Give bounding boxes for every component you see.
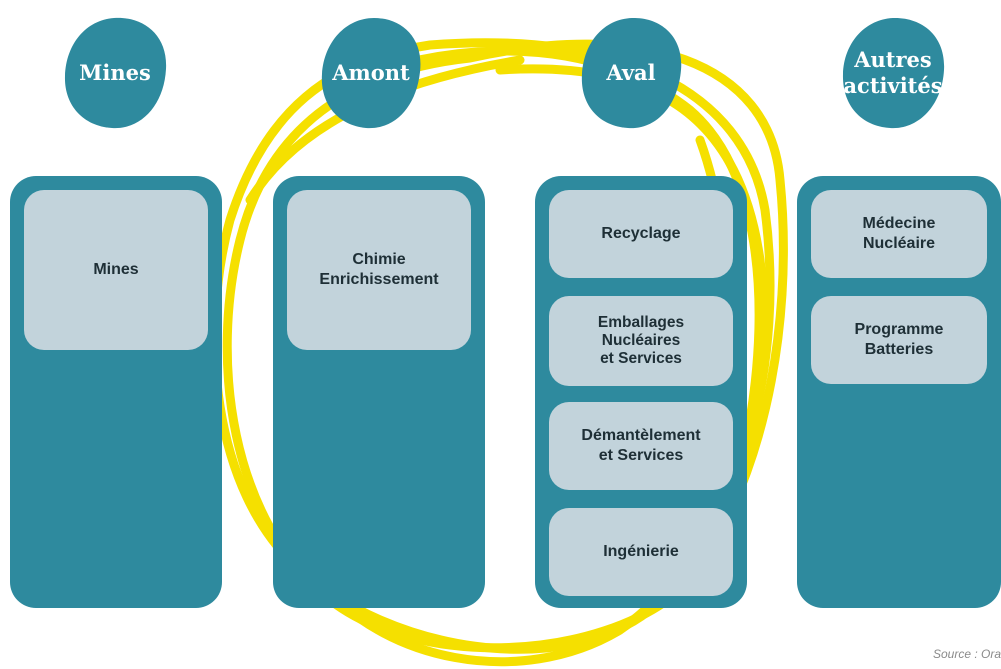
box-chimie-enrichissement: Chimie Enrichissement	[287, 190, 471, 350]
box-programme-batteries: Programme Batteries	[811, 296, 987, 384]
category-label: Aval	[606, 60, 656, 85]
box-ingenierie: Ingénierie	[549, 508, 733, 596]
column-amont: Chimie Enrichissement	[273, 176, 485, 608]
category-blob-mines: Mines	[60, 14, 170, 132]
category-blob-amont: Amont	[316, 14, 426, 132]
blob-shape	[842, 17, 945, 129]
column-mines: Mines	[10, 176, 222, 608]
column-autres-activites: Médecine Nucléaire Programme Batteries	[797, 176, 1001, 608]
box-demantelement: Démantèlement et Services	[549, 402, 733, 490]
category-label: Amont	[332, 60, 410, 85]
category-blob-autres-activites: Autres activités	[838, 14, 948, 132]
blob-shape	[321, 18, 421, 129]
blob-shape	[581, 17, 682, 129]
column-aval: Recyclage Emballages Nucléaires et Servi…	[535, 176, 747, 608]
category-label: Autres activités	[843, 47, 943, 98]
category-label: Mines	[79, 60, 151, 85]
box-medecine-nucleaire: Médecine Nucléaire	[811, 190, 987, 278]
box-mines: Mines	[24, 190, 208, 350]
source-caption: Source : Ora	[932, 647, 1001, 661]
blob-shape	[64, 17, 167, 129]
box-recyclage: Recyclage	[549, 190, 733, 278]
box-emballages: Emballages Nucléaires et Services	[549, 296, 733, 386]
category-blob-aval: Aval	[576, 14, 686, 132]
